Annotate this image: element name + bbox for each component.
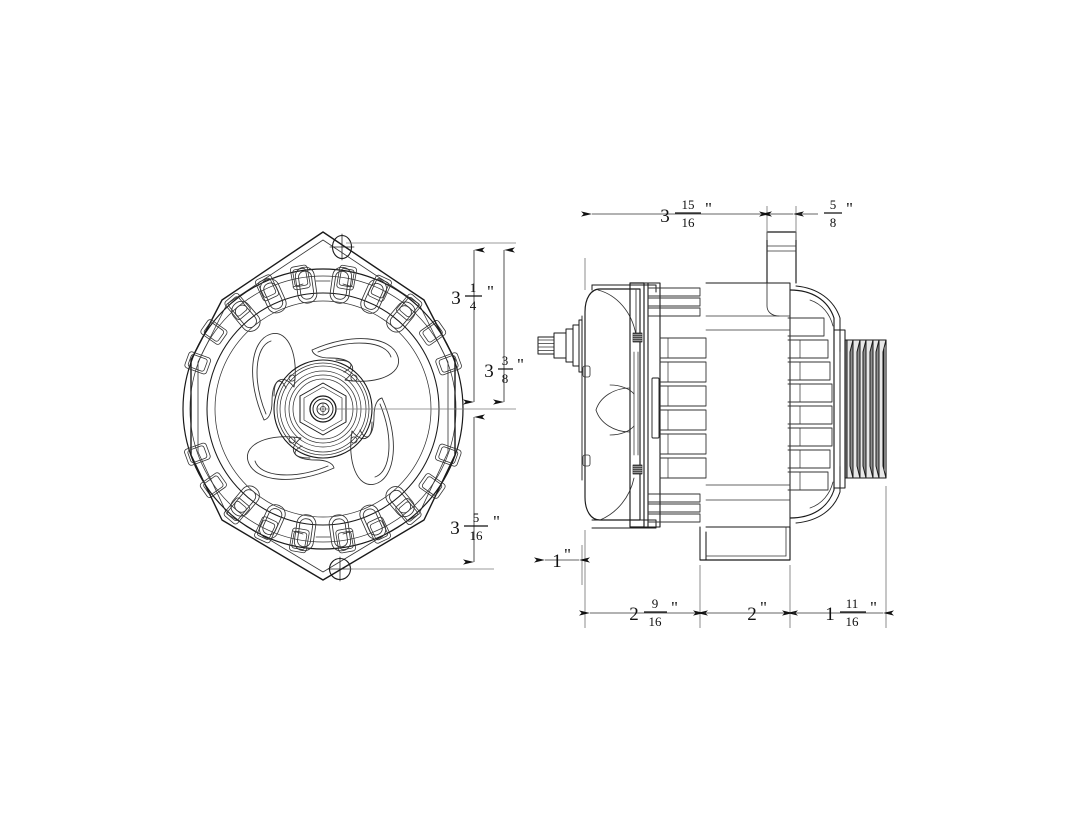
front-dim-bottom-label: 3 5 16 " — [450, 510, 500, 543]
side-bottom-mount-foot — [699, 526, 791, 561]
front-dim-top-whole: 3 — [451, 288, 461, 309]
side-rear-stud — [537, 324, 580, 367]
front-dim-mid-label: 3 3 8 " — [484, 353, 524, 386]
dimension-text-layer: 3 1 4 " 3 3 8 " 3 5 16 " 3 15 16 " — [450, 197, 877, 629]
side-pulley — [844, 339, 887, 479]
side-dim-fc-mark: " — [870, 598, 877, 617]
side-view — [537, 231, 887, 561]
dimension-layer — [336, 206, 894, 628]
front-dim-mid-den: 8 — [502, 371, 509, 386]
side-dim-len-mark: " — [705, 199, 712, 218]
front-dim-mid-mark: " — [517, 355, 524, 374]
front-dim-bot-mark: " — [493, 512, 500, 531]
side-dim-foot-b-label: 2 " — [747, 598, 767, 625]
side-drive-end-fins — [787, 285, 841, 524]
side-dim-foot-c-label: 1 11 16 " — [825, 596, 877, 629]
front-dim-top-label: 3 1 4 " — [451, 280, 494, 313]
front-dim-mid-num: 3 — [502, 353, 509, 368]
side-dim-fb-whole: 2 — [747, 604, 757, 625]
front-bottom-vent-slots — [230, 485, 415, 552]
front-dim-bot-num: 5 — [473, 510, 480, 525]
side-dim-fa-mark: " — [671, 598, 678, 617]
front-dim-bot-whole: 3 — [450, 518, 460, 539]
side-dim-inch-label: 1 " — [552, 545, 571, 572]
side-dim-len-num: 15 — [682, 197, 695, 212]
side-rear-flange — [629, 282, 649, 528]
side-dim-fc-num: 11 — [846, 596, 859, 611]
side-dim-boss-den: 8 — [830, 215, 837, 230]
side-stator-fins-left — [647, 282, 707, 528]
side-dim-inch-whole: 1 — [552, 551, 562, 572]
side-dim-fc-den: 16 — [846, 614, 860, 629]
front-view — [182, 231, 464, 582]
side-center-body — [705, 282, 791, 528]
side-dim-fb-mark: " — [760, 598, 767, 617]
side-dim-fc-whole: 1 — [825, 604, 835, 625]
side-dim-foot-a-label: 2 9 16 " — [629, 596, 678, 629]
side-rear-housing — [578, 284, 657, 529]
side-dim-fa-whole: 2 — [629, 604, 639, 625]
front-mount-hole-top — [329, 233, 355, 261]
front-top-vent-slots — [231, 266, 416, 333]
front-dim-top-num: 1 — [470, 280, 477, 295]
side-dim-inch-mark: " — [564, 545, 571, 564]
front-dim-top-mark: " — [487, 282, 494, 301]
side-dim-fa-num: 9 — [652, 596, 659, 611]
side-top-mount-boss — [766, 231, 797, 317]
front-dim-bot-den: 16 — [470, 528, 484, 543]
front-hub-rivets — [288, 374, 358, 444]
side-dim-fa-den: 16 — [649, 614, 663, 629]
side-dim-length-label: 3 15 16 " — [660, 197, 712, 230]
side-dim-len-whole: 3 — [660, 206, 670, 227]
side-dim-boss-num: 5 — [830, 197, 837, 212]
side-dim-boss-label: 5 8 " — [824, 197, 853, 230]
front-dim-mid-whole: 3 — [484, 361, 494, 382]
front-dim-top-den: 4 — [470, 298, 477, 313]
side-dim-len-den: 16 — [682, 215, 696, 230]
side-dim-boss-mark: " — [846, 199, 853, 218]
